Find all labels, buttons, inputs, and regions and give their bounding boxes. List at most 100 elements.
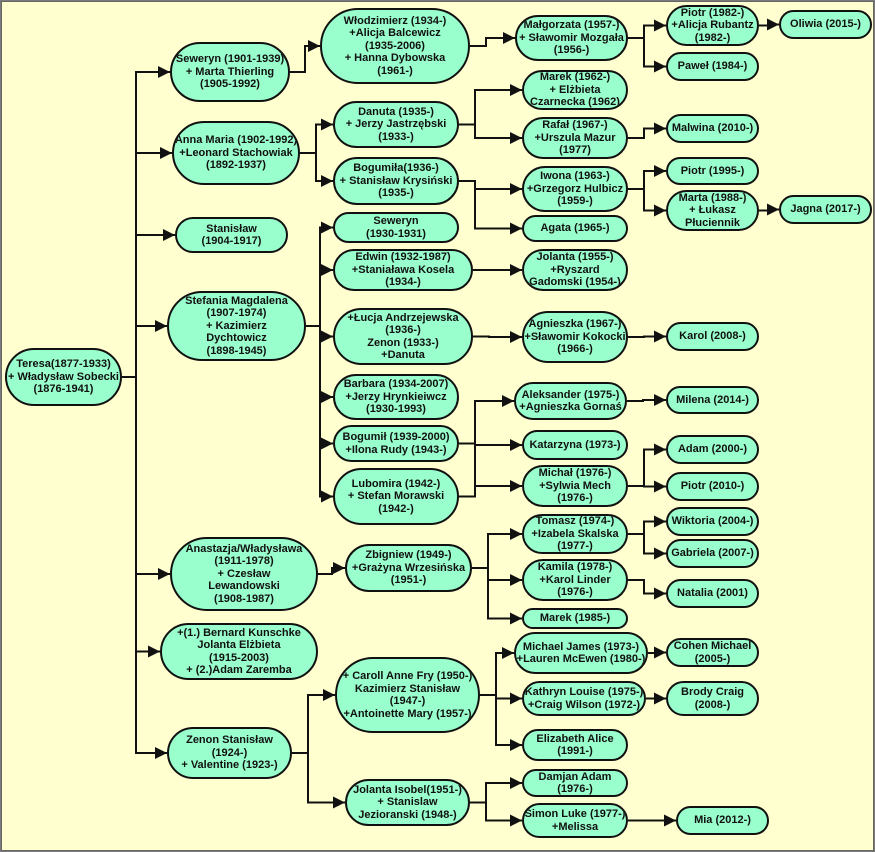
person-node-line: Gadomski (1954-) (529, 276, 621, 289)
person-node-line: (1898-1945) (206, 344, 267, 357)
person-node-brody[interactable]: Brody Craig(2008-) (666, 681, 759, 716)
connector-bogumil-aleksander (459, 395, 514, 445)
person-node-simon[interactable]: Simon Luke (1977-)+Melissa (522, 803, 628, 838)
person-node-teresa[interactable]: Teresa(1877-1933)+ Władysław Sobecki(187… (5, 348, 122, 406)
person-node-line: Elizabeth Alice (536, 732, 614, 745)
connector-kazimierz-michaelJ (480, 647, 514, 696)
connector-teresa-stanislaw (122, 229, 175, 378)
person-node-line: +Jerzy Hrynkieiwcz (345, 390, 447, 403)
person-node-bogumila[interactable]: Bogumiła(1936-)+ Stanisław Krysiński(193… (333, 157, 459, 205)
person-node-michal[interactable]: Michał (1976-)+Sylwia Mech(1976-) (522, 465, 628, 507)
person-node-line: (1947-) (389, 695, 426, 707)
person-node-malgorzata[interactable]: Małgorzata (1957-)+ Sławomir Mozgała(195… (515, 15, 628, 61)
person-node-milena[interactable]: Milena (2014-) (666, 386, 759, 414)
person-node-line: +Alicja Balcewicz (349, 27, 441, 40)
person-node-anna[interactable]: Anna Maria (1902-1992)+Leonard Stachowia… (172, 121, 300, 185)
connector-seweryn1901-wlodzimierz (290, 40, 320, 73)
person-node-edwin[interactable]: Edwin (1932-1987)+Staniaława Kosela(1934… (333, 249, 473, 291)
person-node-line: Barbara (1934-2007) (343, 378, 449, 391)
connector-aleksander-milena (627, 394, 666, 406)
person-node-line: +Danuta (381, 349, 425, 361)
connector-rafal-malwina (628, 122, 666, 139)
person-node-aleksander[interactable]: Aleksander (1975-)+Agnieszka Gornaś (514, 382, 627, 420)
person-node-pawel[interactable]: Paweł (1984-) (666, 52, 759, 81)
connector-malgorzata-piotr1982 (628, 19, 666, 39)
person-node-damjan[interactable]: Damjan Adam(1976-) (522, 769, 628, 797)
person-node-piotr1982[interactable]: Piotr (1982-)+Alicja Rubantz(1982-) (666, 5, 759, 46)
person-node-katarzyna[interactable]: Katarzyna (1973-) (522, 430, 628, 460)
person-node-line: +Ryszard (550, 263, 600, 276)
person-node-bogumil[interactable]: Bogumił (1939-2000)+Ilona Rudy (1943-) (333, 425, 459, 462)
person-node-iwona[interactable]: Iwona (1963-)+Grzegorz Hulbicz(1959-) (522, 166, 628, 212)
connector-marta-jagna (759, 203, 779, 216)
person-node-kathryn[interactable]: Kathryn Louise (1975-)+Craig Wilson (197… (522, 681, 646, 716)
person-node-jagna[interactable]: Jagna (2017-) (779, 195, 872, 224)
person-node-piotr2010[interactable]: Piotr (2010-) (666, 472, 759, 501)
person-node-anastazja[interactable]: Anastazja/Władysława(1911-1978)+ Czesław… (170, 537, 318, 611)
person-node-line: +Alicja Rubantz (671, 19, 754, 32)
person-node-line: (2005-) (694, 652, 731, 665)
person-node-line: (1976-) (557, 492, 593, 505)
person-node-oliwia[interactable]: Oliwia (2015-) (779, 10, 872, 39)
person-node-karol[interactable]: Karol (2008-) (666, 322, 759, 351)
person-node-gabriela[interactable]: Gabriela (2007-) (666, 539, 759, 568)
person-node-line: Seweryn (1901-1939) (175, 53, 285, 66)
person-node-marek1985[interactable]: Marek (1985-) (522, 608, 628, 629)
person-node-mia[interactable]: Mia (2012-) (676, 806, 769, 835)
person-node-adam[interactable]: Adam (2000-) (666, 435, 759, 464)
person-node-line: Piotr (1995-) (680, 164, 745, 177)
person-node-line: Brody Craig (681, 686, 744, 698)
person-node-danuta[interactable]: Danuta (1935-)+ Jerzy Jastrzębski(1933-) (333, 101, 459, 148)
connector-zbigniew-marek1985 (472, 567, 522, 625)
person-node-line: Bogumiła(1936-) (353, 162, 439, 175)
person-node-kamila[interactable]: Kamila (1978-)+Karol Linder(1976-) (522, 559, 628, 601)
person-node-agata[interactable]: Agata (1965-) (522, 215, 628, 242)
person-node-line: + Czesław (217, 567, 271, 580)
person-node-barbara[interactable]: Barbara (1934-2007)+Jerzy Hrynkieiwcz(19… (333, 374, 459, 420)
person-node-cohen[interactable]: Cohen Michael(2005-) (666, 638, 759, 667)
person-node-natalia[interactable]: Natalia (2001) (666, 579, 759, 608)
person-node-line: Gabriela (2007-) (671, 547, 754, 560)
person-node-wiktoria[interactable]: Wiktoria (2004-) (666, 507, 759, 536)
person-node-seweryn1930[interactable]: Seweryn(1930-1931) (333, 212, 459, 243)
person-node-line: Czarnecka (1962) (530, 96, 620, 109)
person-node-line: +Urszula Mazur (534, 131, 616, 144)
person-node-line: (1908-1987) (214, 592, 274, 605)
person-node-line: +Ilona Rudy (1943-) (345, 443, 447, 456)
person-node-lubomira[interactable]: Lubomira (1942-)+ Stefan Morawski(1942-) (333, 468, 459, 525)
person-node-zenonS[interactable]: Zenon Stanisław(1924-)+ Valentine (1923-… (167, 727, 292, 779)
person-node-zbigniew[interactable]: Zbigniew (1949-)+Grażyna Wrzesińska(1951… (345, 544, 472, 592)
person-node-line: Damjan Adam (538, 770, 612, 783)
connector-agnieszka-karol (628, 330, 666, 343)
person-node-line: + Caroll Anne Fry (1950-) (342, 670, 473, 682)
connector-teresa-zenonS (122, 376, 167, 759)
person-node-malwina[interactable]: Malwina (2010-) (666, 114, 759, 143)
person-node-michaelJ[interactable]: Michael James (1973-)+Lauren McEwen (198… (514, 632, 648, 674)
person-node-line: +Sylwia Mech (539, 479, 611, 492)
person-node-piotr1995[interactable]: Piotr (1995-) (666, 157, 759, 185)
person-node-line: (1976-) (557, 783, 593, 795)
person-node-elizabeth[interactable]: Elizabeth Alice(1991-) (522, 729, 628, 761)
person-node-line: +Sławomir Kokocki (524, 330, 626, 343)
person-node-kazimierz[interactable]: + Caroll Anne Fry (1950-)Kazimierz Stani… (335, 657, 480, 733)
person-node-stefania[interactable]: Stefania Magdalena(1907-1974)+ Kazimierz… (167, 291, 306, 361)
person-node-line: (1930-1931) (366, 227, 426, 240)
person-node-wlodzimierz[interactable]: Włodzimierz (1934-)+Alicja Balcewicz(193… (320, 8, 470, 84)
person-node-line: +Łucja Andrzejewska (347, 311, 459, 324)
person-node-seweryn1901[interactable]: Seweryn (1901-1939)+ Marta Thierling(190… (170, 42, 290, 102)
person-node-tomasz[interactable]: Tomasz (1974-)+Izabela Skalska(1977-) (522, 514, 628, 554)
person-node-stanislaw[interactable]: Stanisław(1904-1917) (175, 217, 288, 253)
person-node-line: (1905-1992) (200, 78, 260, 91)
person-node-line: Agnieszka (1967-) (528, 318, 622, 331)
person-node-line: + Władysław Sobecki (8, 370, 119, 383)
person-node-agnieszka[interactable]: Agnieszka (1967-)+Sławomir Kokocki(1966-… (522, 311, 628, 363)
person-node-rafal[interactable]: Rafał (1967-)+Urszula Mazur(1977) (522, 117, 628, 159)
person-node-line: (1933-) (378, 130, 414, 143)
person-node-zenon1933[interactable]: +Łucja Andrzejewska(1936-)Zenon (1933-)+… (333, 308, 473, 365)
person-node-line: (1907-1974) (206, 307, 267, 320)
